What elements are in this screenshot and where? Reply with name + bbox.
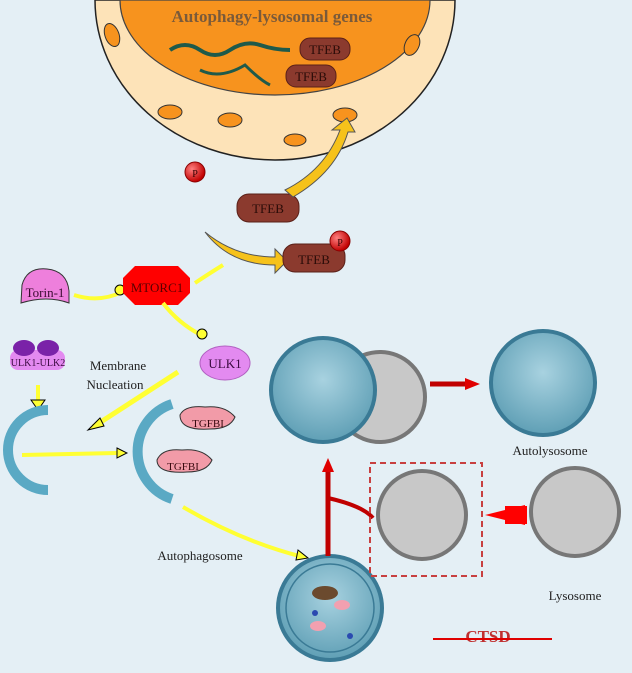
phosphate-bound	[329, 230, 351, 252]
dna-icon	[168, 41, 291, 57]
autolysosome-label: Autolysosome	[512, 443, 587, 458]
svg-text:TGFBI: TGFBI	[192, 418, 224, 430]
svg-text:P: P	[337, 238, 343, 249]
svg-text:TFEB: TFEB	[295, 69, 327, 84]
svg-text:ULK1: ULK1	[208, 356, 241, 371]
arrow-to-tfeb-p	[204, 231, 288, 275]
tfeb-nuclear-2	[285, 64, 337, 88]
impaired-lysosome-box	[369, 462, 483, 577]
svg-text:TFEB: TFEB	[298, 252, 330, 267]
arrow-lysosome	[505, 506, 527, 524]
membrane-label: Membrane	[90, 358, 147, 373]
svg-text:P: P	[192, 169, 198, 180]
ulk1	[199, 345, 251, 381]
tfeb-nuclear-1	[299, 37, 351, 61]
inhibit-mtorc1-ulk1	[161, 301, 202, 337]
phagophore-2	[132, 399, 174, 504]
phagophore-1	[3, 405, 49, 495]
torin-1	[20, 268, 70, 304]
lysosome	[529, 466, 621, 558]
nucleus: Autophagy-lysosomal genes TFEB TFEB	[94, 0, 456, 161]
phosphate-free: P	[184, 161, 206, 183]
arrow-to-nucleus	[284, 117, 356, 198]
ctsd-label: CTSD	[465, 627, 510, 646]
autophagosome	[276, 554, 384, 662]
autophagosome-fusing	[269, 336, 377, 444]
arrow-mtorc1-tfeb	[193, 263, 225, 285]
autophagosome-label: Autophagosome	[157, 548, 242, 563]
tgfbi-2	[156, 449, 213, 473]
ulk1-ulk2-complex: ULK1-ULK2	[10, 340, 65, 370]
nucleus-title: Autophagy-lysosomal genes	[172, 7, 373, 26]
tfeb-cytoplasm	[236, 193, 300, 223]
svg-text:MTORC1: MTORC1	[131, 280, 184, 295]
nucleation-label: Nucleation	[86, 377, 144, 392]
autolysosome	[489, 329, 597, 437]
lysosome-label: Lysosome	[549, 588, 602, 603]
tgfbi-1	[179, 406, 236, 430]
svg-text:TFEB: TFEB	[309, 42, 341, 57]
svg-text:ULK1-ULK2: ULK1-ULK2	[11, 358, 65, 369]
mtorc1	[123, 266, 190, 305]
svg-text:Torin-1: Torin-1	[26, 285, 65, 300]
svg-text:TGFBI: TGFBI	[167, 461, 199, 473]
impaired-lysosome	[376, 469, 468, 561]
tfeb-phosphorylated	[282, 243, 346, 273]
svg-text:TFEB: TFEB	[252, 201, 284, 216]
